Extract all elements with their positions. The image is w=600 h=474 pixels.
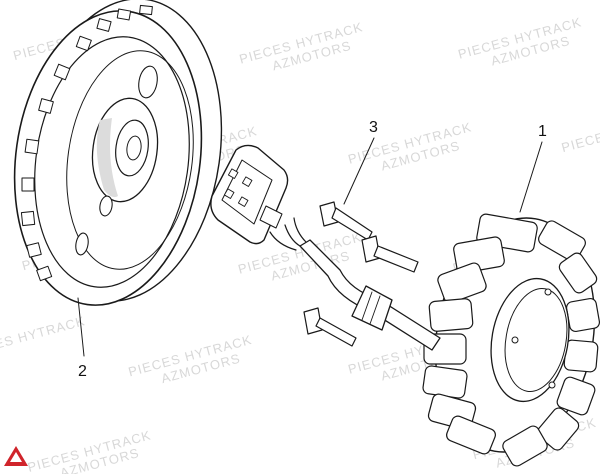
watermark: PIECES HYTRACK AZMOTORS	[456, 14, 583, 68]
watermark: PIECES HYTRACK AZMOTORS	[26, 427, 153, 474]
watermark-line1: PIECES HYTRACK	[0, 313, 87, 360]
callout-2-leader	[77, 297, 85, 357]
wire-harness	[269, 217, 441, 351]
mounting-bolt[interactable]	[303, 307, 357, 347]
red-brand-logo-icon	[4, 446, 28, 466]
callout-3-leader	[343, 137, 375, 205]
mounting-bolt[interactable]	[319, 201, 373, 241]
callout-2-label: 2	[78, 363, 87, 380]
watermark: PIECES HYTRACK	[560, 108, 600, 155]
stator-coil[interactable]	[418, 205, 600, 468]
mounting-bolt[interactable]	[361, 235, 419, 273]
stator-windings	[422, 213, 600, 467]
watermark: PIECES HYTRACK AZMOTORS	[238, 19, 365, 73]
watermark: PIECES HYTRACK	[0, 313, 87, 360]
watermark: PIECES HYTRACK AZMOTORS	[346, 119, 473, 173]
watermark-line1: PIECES HYTRACK	[560, 108, 600, 155]
callout-3-label: 3	[369, 119, 378, 136]
wire-connector-plug[interactable]	[210, 144, 289, 245]
flywheel-rotor[interactable]	[0, 0, 240, 317]
callout-1-label: 1	[538, 123, 547, 140]
flywheel-reluctor-teeth	[20, 4, 153, 282]
watermark: PIECES HYTRACK AZMOTORS	[127, 332, 254, 386]
callout-1-leader	[519, 141, 543, 213]
